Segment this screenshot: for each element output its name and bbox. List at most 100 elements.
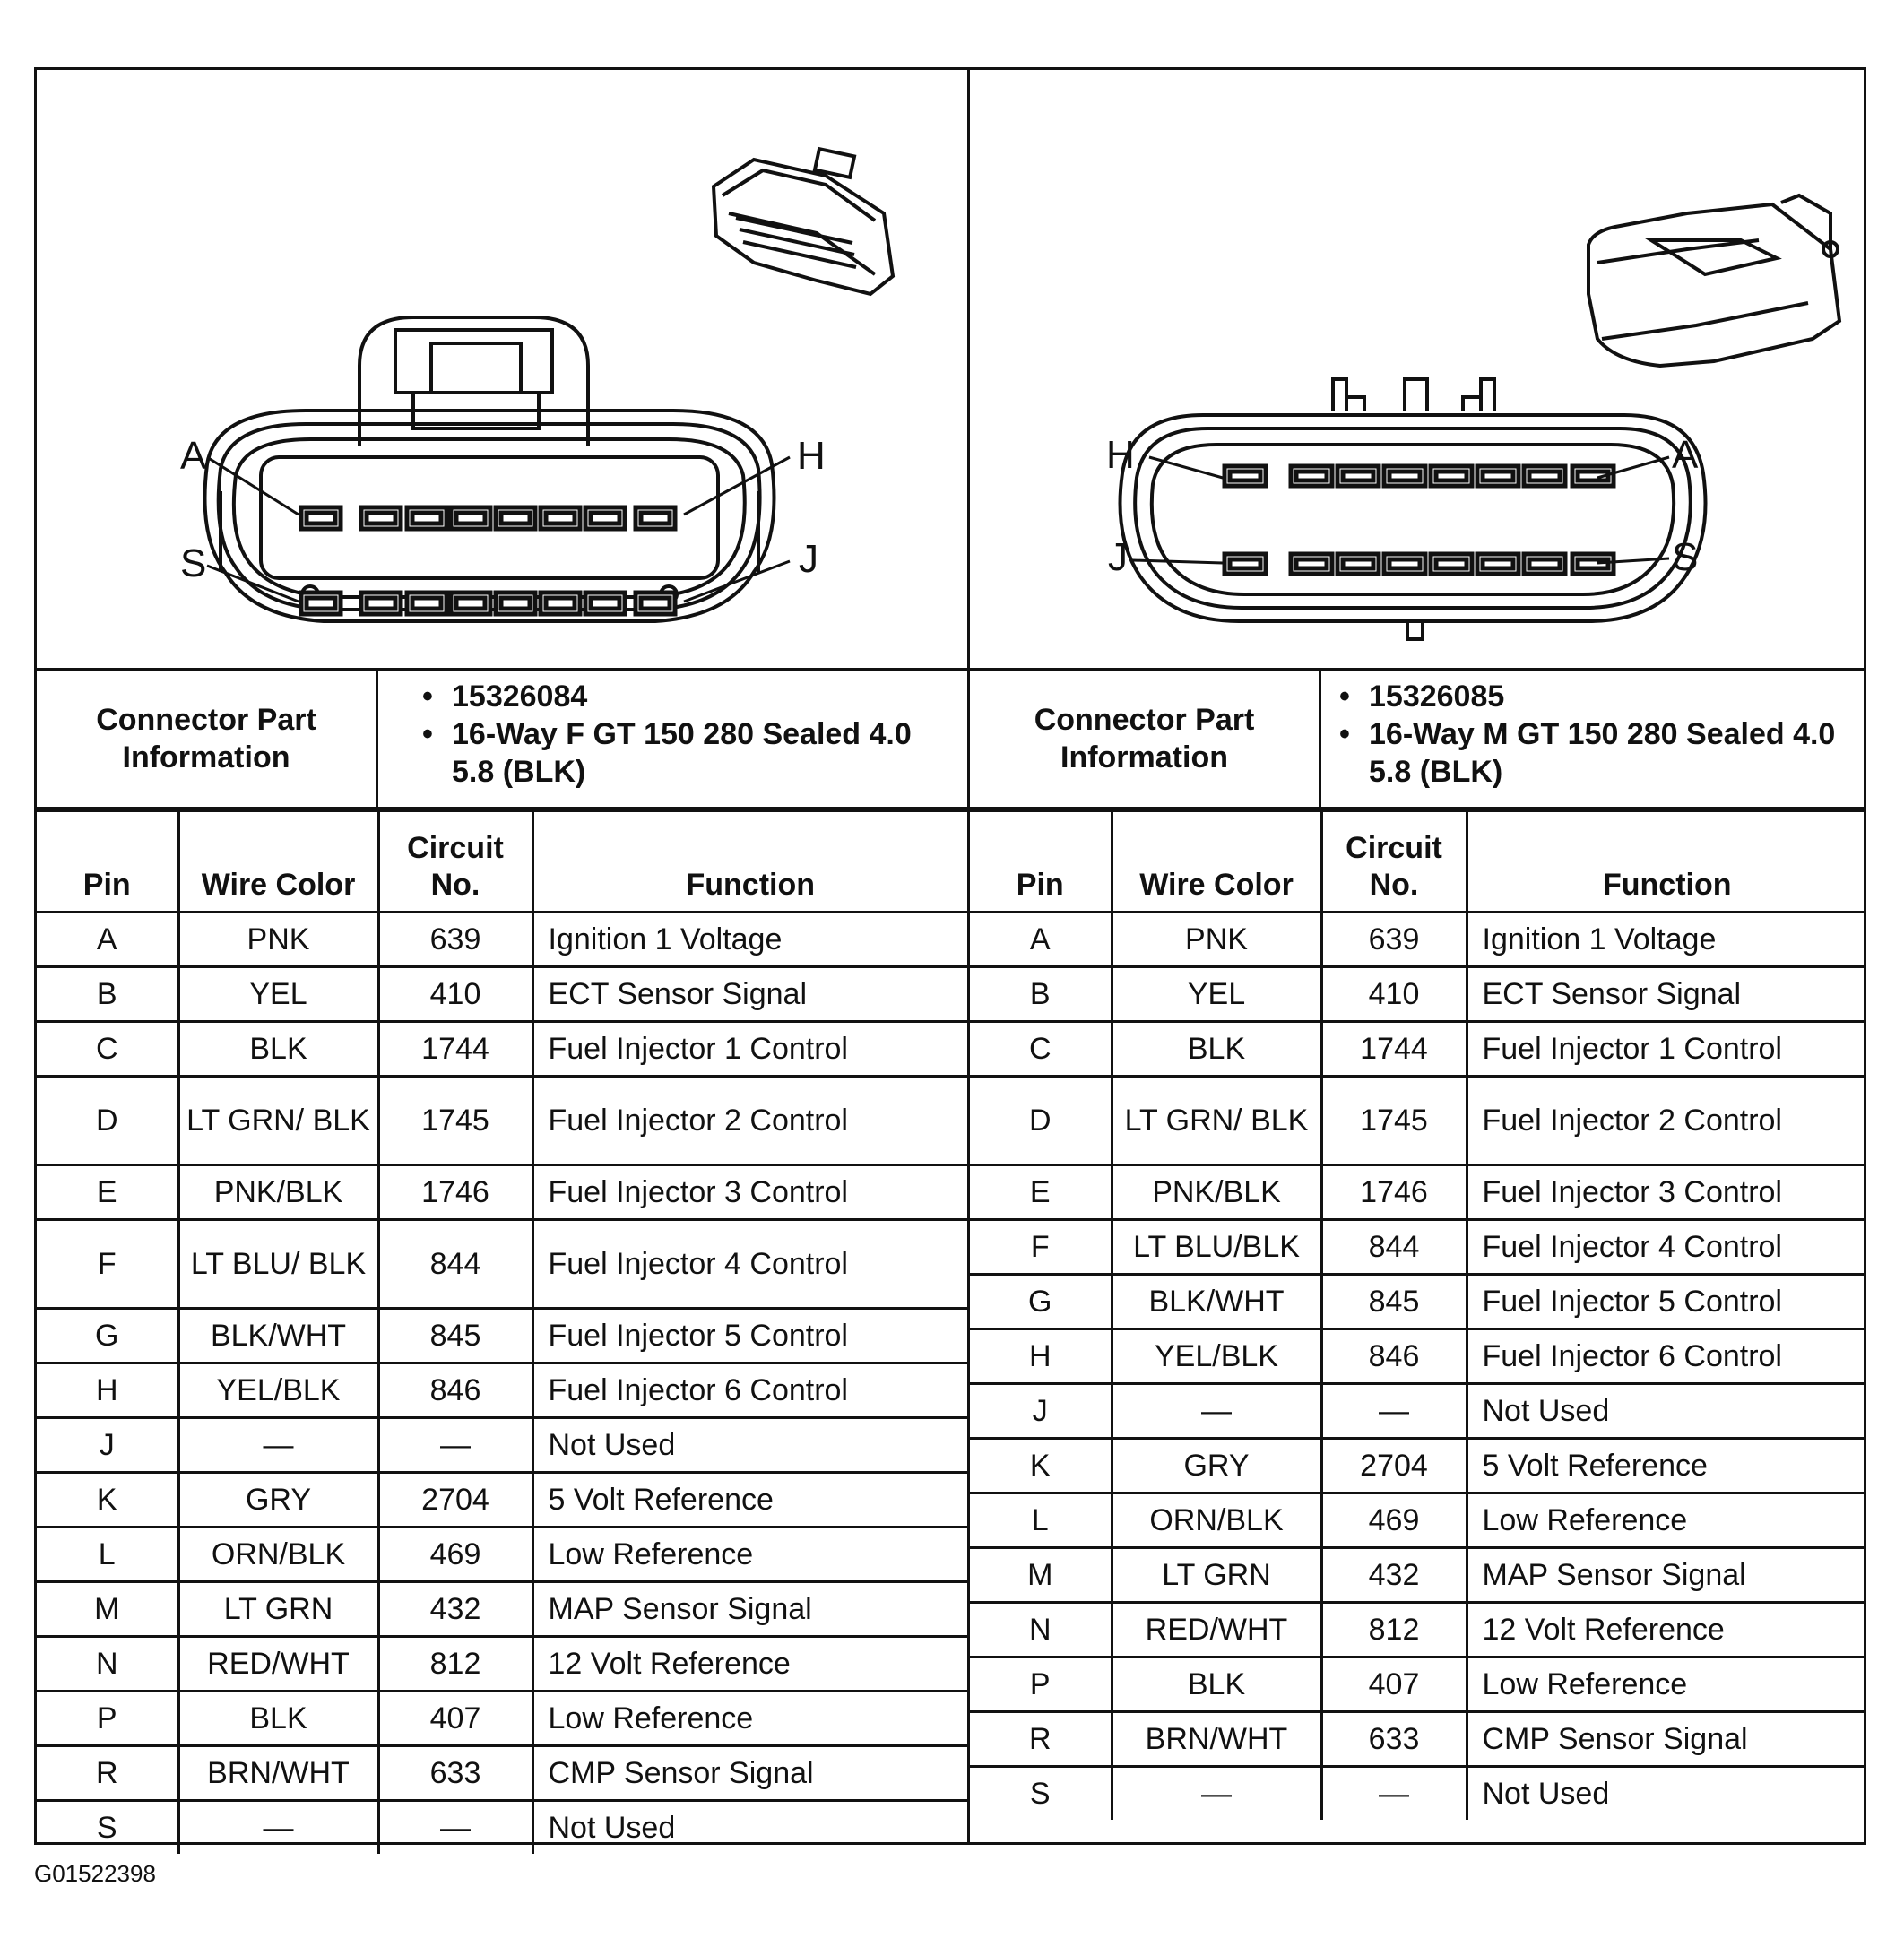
pin-contact — [454, 510, 488, 526]
cell-circuit: 432 — [1320, 1546, 1468, 1604]
cell-pin: H — [970, 1328, 1113, 1385]
cell-wire-color: PNK/BLK — [1110, 1164, 1323, 1221]
female-pin-cavities — [299, 505, 678, 617]
header-wire-color: Wire Color — [177, 809, 380, 913]
cell-wire-color: LT GRN — [177, 1580, 380, 1638]
connector-info-details: 15326085 16-Way M GT 150 280 Sealed 4.0 … — [1337, 678, 1866, 791]
pin-contact — [1227, 469, 1263, 483]
cell-circuit: — — [1320, 1382, 1468, 1440]
cell-wire-color: ORN/BLK — [1110, 1492, 1323, 1549]
cell-function: Low Reference — [531, 1690, 967, 1747]
connector-3d-view-icon — [711, 146, 896, 297]
pin-row-j: J——Not Used — [970, 1382, 1866, 1440]
header-pin: Pin — [970, 809, 1113, 913]
pin-contact — [364, 510, 398, 526]
pin-contact — [1227, 557, 1263, 571]
pin-label-top-right: H — [797, 434, 826, 478]
female-connector-face-icon: A H S J — [180, 146, 896, 623]
cell-circuit: 812 — [1320, 1601, 1468, 1658]
pinout-header-row: Pin Wire Color Circuit No. Function — [37, 809, 967, 913]
cell-function: Fuel Injector 5 Control — [1465, 1273, 1866, 1330]
cell-pin: R — [970, 1710, 1113, 1768]
pin-label-bottom-left: S — [180, 541, 206, 585]
pin-contact — [454, 595, 488, 611]
pin-contact — [638, 595, 672, 611]
header-wire-color: Wire Color — [1110, 809, 1323, 913]
cell-circuit: 639 — [376, 911, 534, 968]
pin-contact — [588, 510, 622, 526]
connector-description: 16-Way M GT 150 280 Sealed 4.0 5.8 (BLK) — [1337, 715, 1866, 791]
cell-function: Ignition 1 Voltage — [531, 911, 967, 968]
cell-function: Fuel Injector 6 Control — [1465, 1328, 1866, 1385]
male-connector-face-icon: H A J S — [1106, 193, 1842, 641]
cell-function: Not Used — [1465, 1382, 1866, 1440]
cell-pin: E — [970, 1164, 1113, 1221]
cell-circuit: 845 — [1320, 1273, 1468, 1330]
cell-function: Fuel Injector 3 Control — [1465, 1164, 1866, 1221]
cell-pin: N — [970, 1601, 1113, 1658]
pinout-header-row: Pin Wire Color Circuit No. Function — [970, 809, 1866, 913]
connector-3d-view-icon — [1587, 193, 1842, 368]
cell-pin: L — [37, 1526, 180, 1583]
cell-function: Fuel Injector 1 Control — [1465, 1020, 1866, 1078]
cell-pin: H — [37, 1362, 180, 1419]
cell-circuit: 812 — [376, 1635, 534, 1692]
cell-wire-color: PNK — [177, 911, 380, 968]
connector-description: 16-Way F GT 150 280 Sealed 4.0 5.8 (BLK) — [420, 715, 958, 791]
cell-wire-color: GRY — [1110, 1437, 1323, 1494]
cell-function: Fuel Injector 2 Control — [531, 1075, 967, 1166]
cell-wire-color: BLK/WHT — [177, 1307, 380, 1364]
part-number: 15326084 — [420, 678, 958, 715]
connector-figure-male: H A J S — [970, 70, 1866, 671]
cell-circuit: 846 — [376, 1362, 534, 1419]
pin-contact — [1294, 557, 1329, 571]
cell-wire-color: YEL — [177, 965, 380, 1023]
cell-wire-color: BLK — [177, 1690, 380, 1747]
cell-pin: A — [970, 911, 1113, 968]
pin-contact — [543, 510, 577, 526]
cell-function: ECT Sensor Signal — [1465, 965, 1866, 1023]
pin-contact — [1527, 557, 1562, 571]
cell-circuit: 407 — [376, 1690, 534, 1747]
cell-wire-color: BRN/WHT — [1110, 1710, 1323, 1768]
cell-pin: L — [970, 1492, 1113, 1549]
cell-circuit: 639 — [1320, 911, 1468, 968]
header-circuit: Circuit No. — [376, 809, 534, 913]
cell-function: Fuel Injector 5 Control — [531, 1307, 967, 1364]
cell-circuit: 1745 — [376, 1075, 534, 1166]
cell-circuit: 2704 — [1320, 1437, 1468, 1494]
cell-function: MAP Sensor Signal — [531, 1580, 967, 1638]
pin-contact — [1294, 469, 1329, 483]
cell-pin: M — [970, 1546, 1113, 1604]
pin-label-top-left: A — [180, 434, 207, 478]
cell-pin: E — [37, 1164, 180, 1221]
cell-function: Fuel Injector 4 Control — [531, 1218, 967, 1310]
pin-contact — [364, 595, 398, 611]
cell-function: Fuel Injector 6 Control — [531, 1362, 967, 1419]
cell-circuit: 407 — [1320, 1656, 1468, 1713]
cell-circuit: 410 — [1320, 965, 1468, 1023]
cell-function: Fuel Injector 4 Control — [1465, 1218, 1866, 1276]
cell-pin: S — [970, 1765, 1113, 1820]
cell-circuit: 845 — [376, 1307, 534, 1364]
cell-wire-color: — — [177, 1799, 380, 1854]
cell-function: Fuel Injector 1 Control — [531, 1020, 967, 1078]
